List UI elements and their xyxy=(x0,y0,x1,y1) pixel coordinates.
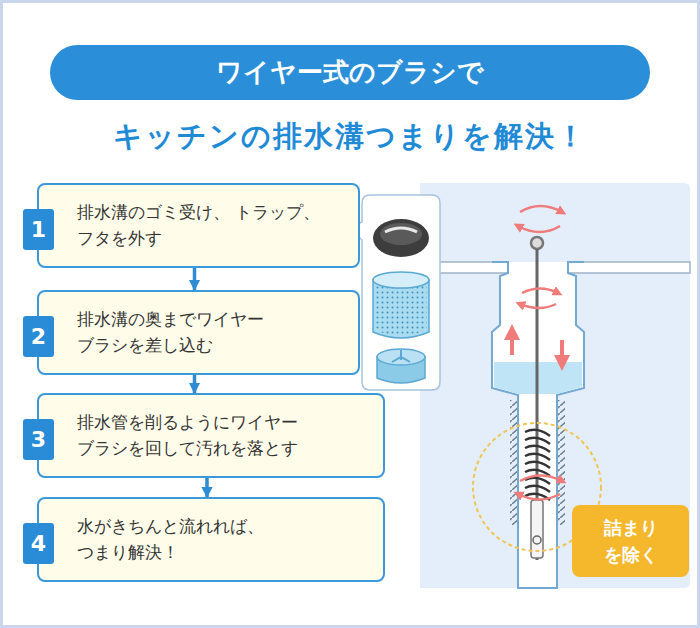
node-text: 詰まり を除く xyxy=(591,514,671,568)
callout-number: 2 xyxy=(31,320,46,353)
step-box: 排水溝のゴミ受け、 トラップ、フタを外す1 xyxy=(37,183,360,268)
basket xyxy=(373,272,429,338)
drain-lid xyxy=(373,219,429,257)
highlight-box: 詰まり を除く xyxy=(572,505,689,577)
step-number: 2 xyxy=(23,316,54,357)
step-box: 排水溝の奥までワイヤー ブラシを差し込む2 xyxy=(37,290,360,375)
node-text: 水がきちんと流れれば、 つまり解決！ xyxy=(77,514,327,565)
node-text: 排水溝の奥までワイヤー ブラシを差し込む xyxy=(77,307,327,358)
flow-arrow xyxy=(205,478,209,497)
step-box: 水がきちんと流れれば、 つまり解決！4 xyxy=(37,497,385,582)
parts-bubble xyxy=(350,195,440,390)
step-box: 排水管を削るようにワイヤー ブラシを回して汚れを落とす3 xyxy=(37,393,385,478)
node-text: 排水管を削るようにワイヤー ブラシを回して汚れを落とす xyxy=(77,410,327,461)
main-title: キッチンの排水溝つまりを解決！ xyxy=(0,117,700,157)
step-number: 4 xyxy=(23,523,54,564)
flow-arrow xyxy=(193,268,197,290)
callout-number: 1 xyxy=(31,213,46,246)
node-text: ワイヤー式のブラシで xyxy=(216,53,484,92)
step-number: 3 xyxy=(23,419,54,460)
heading-pill: ワイヤー式のブラシで xyxy=(50,45,650,100)
callout-number: 4 xyxy=(31,527,46,560)
trap xyxy=(377,349,425,383)
illustration-panel xyxy=(420,183,690,588)
brush-coil xyxy=(525,430,550,500)
flow-arrow xyxy=(193,375,197,393)
callout-number: 3 xyxy=(31,423,46,456)
node-text: 排水溝のゴミ受け、 トラップ、フタを外す xyxy=(77,200,327,251)
step-number: 1 xyxy=(23,209,54,250)
